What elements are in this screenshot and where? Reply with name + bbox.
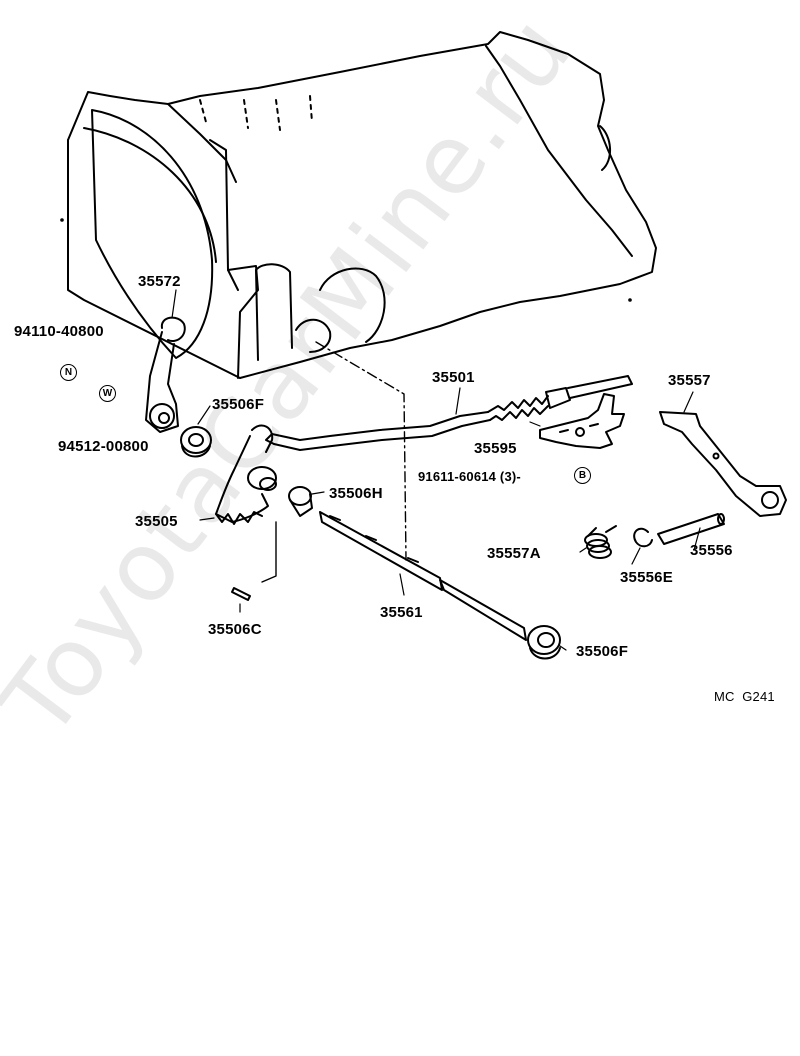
diagram-code: MC G241 [714,689,775,704]
label-35505: 35505 [135,513,178,530]
label-35557a: 35557A [487,545,541,562]
label-35595: 35595 [474,440,517,457]
label-35506c: 35506C [208,621,262,638]
part-35505-lever [215,424,277,525]
part-35506h-collar [288,486,313,517]
part-35501-rod [265,375,633,451]
part-35556e-clip [633,527,653,548]
center-line [315,341,407,561]
part-35557a-spring [584,525,617,559]
part-35557-lever [659,411,787,517]
label-94110-40800: 94110-40800 [14,323,104,340]
label-35572: 35572 [138,273,181,290]
part-35556-pin [657,513,725,545]
label-91611-60614: 91611-60614 (3)- [418,469,521,484]
part-35506f-top-seal [180,426,212,458]
label-35557: 35557 [668,372,711,389]
part-35561-shaft [319,511,527,641]
label-35561: 35561 [380,604,423,621]
transmission-case [60,31,657,379]
leader-lines [171,289,701,651]
label-35506h: 35506H [329,485,383,502]
part-35506c-pin [231,521,277,601]
mark-n-circle: N [60,364,77,381]
part-35595-bracket [539,393,625,449]
part-35572-bracket [145,316,186,433]
mark-b-circle: B [574,467,591,484]
label-94512-00800: 94512-00800 [58,438,149,455]
label-35506f-top: 35506F [212,396,265,413]
label-35556e: 35556E [620,569,673,586]
mark-w-circle: W [99,385,116,402]
label-35506f-bottom: 35506F [576,643,629,660]
part-35506f-bottom-seal [527,625,561,660]
label-35501: 35501 [432,369,475,386]
label-35556: 35556 [690,542,733,559]
